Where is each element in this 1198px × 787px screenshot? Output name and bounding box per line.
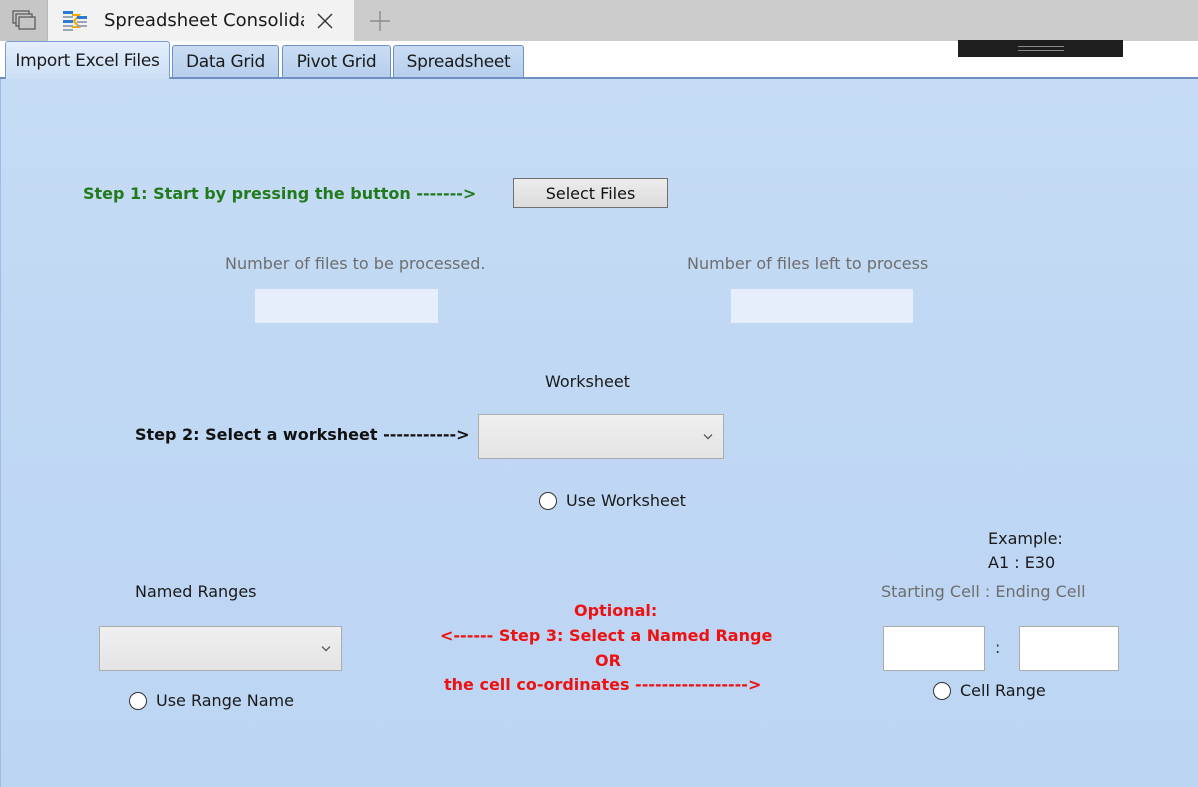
new-tab-button[interactable] [366,7,394,35]
window-tab[interactable]: Spreadsheet Consolida [48,0,354,41]
use-worksheet-radio[interactable]: Use Worksheet [539,491,686,510]
files-to-process-value [255,289,438,323]
named-ranges-label: Named Ranges [135,582,257,601]
files-left-label: Number of files left to process [687,254,929,273]
close-icon [317,13,333,28]
step1-instruction: Step 1: Start by pressing the button ---… [83,184,477,203]
use-range-name-label: Use Range Name [156,691,294,710]
plus-icon [370,11,390,31]
cell-range-hint: Starting Cell : Ending Cell [881,582,1086,601]
task-view-icon [11,9,36,30]
step3-optional-label: Optional: [574,601,658,620]
cell-range-separator: : [995,638,1001,657]
step2-instruction: Step 2: Select a worksheet -----------> [135,425,470,444]
page-tab-strip: Import Excel Files Data Grid Pivot Grid … [0,41,1198,79]
example-value: A1 : E30 [988,553,1056,572]
worksheet-label: Worksheet [545,372,630,391]
files-to-process-label: Number of files to be processed. [225,254,486,273]
starting-cell-input[interactable] [883,626,985,671]
radio-circle[interactable] [933,681,951,700]
title-bar: Spreadsheet Consolida [0,0,1198,41]
task-view-button[interactable] [0,0,48,41]
tab-divider [0,77,1198,79]
chevron-down-icon [321,645,331,652]
use-worksheet-label: Use Worksheet [566,491,686,510]
radio-circle[interactable] [129,691,147,710]
named-ranges-dropdown[interactable] [99,626,342,671]
drag-handle[interactable] [958,40,1123,57]
cell-range-radio[interactable]: Cell Range [933,681,1046,700]
tab-spreadsheet[interactable]: Spreadsheet [393,45,524,78]
tab-data-grid[interactable]: Data Grid [172,45,279,78]
step3-cell-coordinates-label: the cell co-ordinates -----------------> [444,675,762,694]
radio-circle[interactable] [539,491,557,510]
ending-cell-input[interactable] [1019,626,1119,671]
select-files-button[interactable]: Select Files [513,178,668,208]
chevron-down-icon [703,433,713,440]
cell-range-label: Cell Range [960,681,1046,700]
tab-import-excel-files[interactable]: Import Excel Files [5,41,170,79]
example-label: Example: [988,529,1063,548]
files-left-value [731,289,913,323]
use-range-name-radio[interactable]: Use Range Name [129,691,294,710]
window-tab-title: Spreadsheet Consolida [104,10,304,31]
spreadsheet-app-icon [63,10,87,31]
import-panel: Step 1: Start by pressing the button ---… [0,78,1198,787]
step3-or-label: OR [595,651,621,670]
grip-icon [1017,46,1064,51]
step3-instruction: <------ Step 3: Select a Named Range [440,626,773,645]
worksheet-dropdown[interactable] [478,414,724,459]
tab-pivot-grid[interactable]: Pivot Grid [282,45,391,78]
close-tab-button[interactable] [314,10,336,32]
